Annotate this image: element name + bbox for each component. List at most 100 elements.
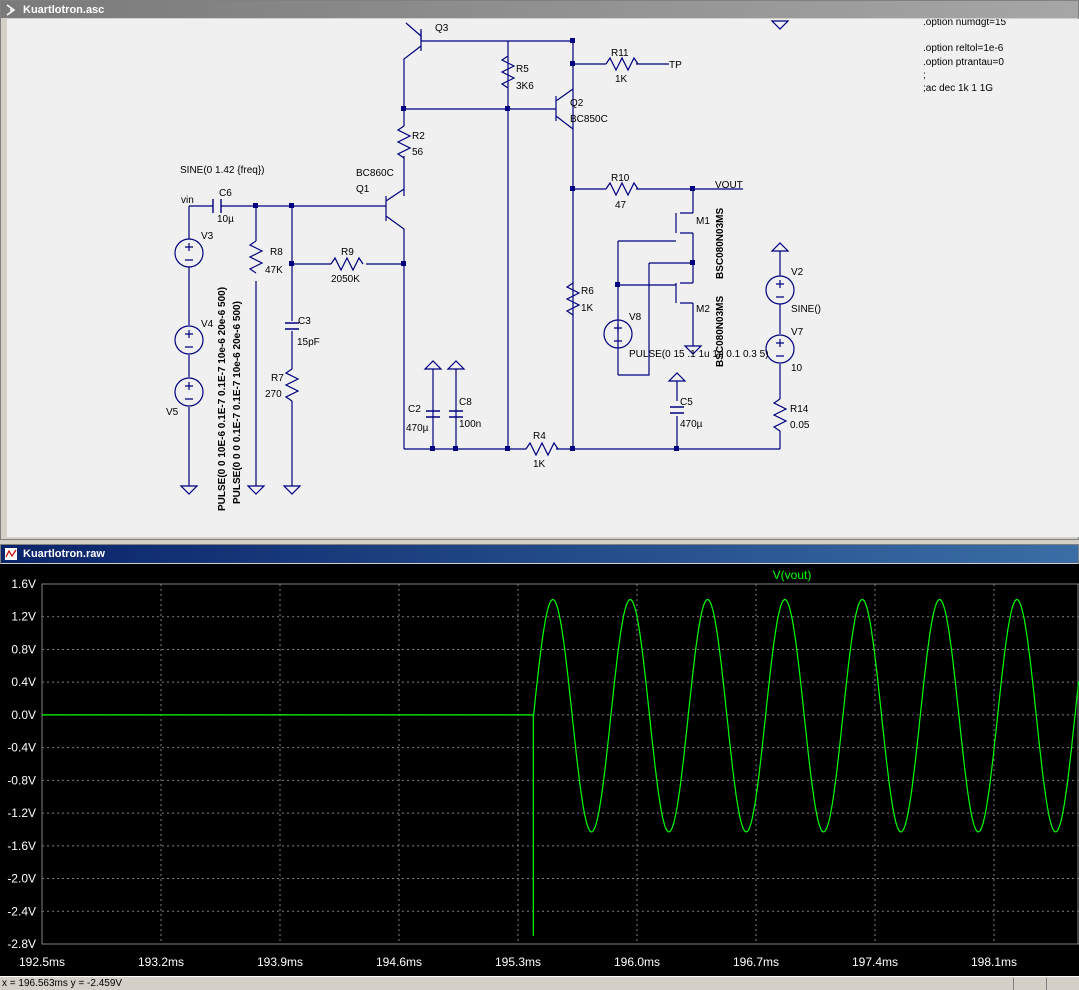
- wires: [188, 22, 781, 486]
- label-q2[interactable]: Q2: [570, 98, 584, 109]
- model-m2[interactable]: BSC080N03MS: [715, 296, 726, 367]
- y-axis-ticks: 1.6V1.2V0.8V0.4V0.0V-0.4V-0.8V-1.2V-1.6V…: [7, 577, 36, 951]
- value-c5[interactable]: 470µ: [680, 419, 703, 430]
- y-tick-label: -2.4V: [7, 904, 36, 918]
- model-q1[interactable]: BC860C: [356, 168, 394, 179]
- label-pulse-a[interactable]: PULSE(0 0 10E-6 0.1E-7 0.1E-7 10e-6 20e-…: [217, 287, 228, 511]
- status-cell-1: [1013, 977, 1046, 990]
- junctions: [253, 38, 695, 451]
- schematic-window: Kuartlotron.asc: [0, 0, 1079, 540]
- x-tick-label: 197.4ms: [852, 955, 898, 969]
- status-cell-2: [1046, 977, 1079, 990]
- y-tick-label: -0.8V: [7, 773, 36, 787]
- y-tick-label: 0.8V: [11, 642, 36, 656]
- label-tp[interactable]: TP: [669, 60, 682, 71]
- model-q2[interactable]: BC850C: [570, 114, 608, 125]
- y-tick-label: 0.4V: [11, 675, 36, 689]
- schematic-file-icon: [4, 3, 18, 17]
- label-r8[interactable]: R8: [270, 247, 283, 258]
- label-r11[interactable]: R11: [611, 48, 629, 59]
- y-tick-label: 0.0V: [11, 708, 36, 722]
- label-vout[interactable]: VOUT: [715, 180, 743, 191]
- label-r7[interactable]: R7: [271, 373, 284, 384]
- y-tick-label: 1.6V: [11, 577, 36, 591]
- trace-vout[interactable]: [42, 598, 1079, 936]
- value-r4[interactable]: 1K: [533, 459, 546, 470]
- value-r2[interactable]: 56: [412, 147, 424, 158]
- directive-reltol[interactable]: .option reltol=1e-6: [923, 43, 1004, 54]
- label-sine-source[interactable]: SINE(0 1.42 {freq}): [180, 165, 265, 176]
- label-m2[interactable]: M2: [696, 304, 710, 315]
- value-r11[interactable]: 1K: [615, 74, 628, 85]
- label-v7[interactable]: V7: [791, 327, 804, 338]
- y-tick-label: -2.0V: [7, 872, 36, 886]
- value-v7[interactable]: 10: [791, 363, 803, 374]
- schematic-title-bar[interactable]: Kuartlotron.asc: [1, 1, 1078, 18]
- value-c6[interactable]: 10µ: [217, 214, 234, 225]
- value-r7[interactable]: 270: [265, 389, 282, 400]
- directive-numdgt[interactable]: .option numdgt=15: [923, 19, 1007, 28]
- x-tick-label: 195.3ms: [495, 955, 541, 969]
- label-v2[interactable]: V2: [791, 267, 804, 278]
- label-pulse-v8[interactable]: PULSE(0 15 .1 1u 1u 0.1 0.3 5): [629, 349, 769, 360]
- status-bar: x = 196.563ms y = -2.459V: [0, 976, 1079, 990]
- value-c8[interactable]: 100n: [459, 419, 481, 430]
- label-r5[interactable]: R5: [516, 64, 529, 75]
- voltage-sources: [174, 238, 795, 407]
- label-r6[interactable]: R6: [581, 286, 594, 297]
- label-vin[interactable]: vin: [181, 195, 194, 206]
- label-r10[interactable]: R10: [611, 173, 630, 184]
- value-r6[interactable]: 1K: [581, 303, 594, 314]
- plot-frame: [41, 583, 1079, 945]
- directive-ac[interactable]: ;ac dec 1k 1 1G: [923, 83, 993, 94]
- y-tick-label: -0.4V: [7, 741, 36, 755]
- y-tick-label: -1.6V: [7, 839, 36, 853]
- label-c3[interactable]: C3: [298, 316, 311, 327]
- x-tick-label: 196.7ms: [733, 955, 779, 969]
- label-r2[interactable]: R2: [412, 131, 425, 142]
- waveform-title: Kuartlotron.raw: [23, 548, 105, 560]
- value-v2[interactable]: SINE(): [791, 304, 821, 315]
- label-r4[interactable]: R4: [533, 431, 546, 442]
- directive-comment[interactable]: ;: [923, 70, 926, 81]
- label-v8[interactable]: V8: [629, 312, 642, 323]
- y-tick-label: 1.2V: [11, 610, 36, 624]
- ground-symbols: [179, 20, 790, 495]
- label-c8[interactable]: C8: [459, 397, 472, 408]
- label-q3[interactable]: Q3: [435, 23, 449, 34]
- cursor-readout: x = 196.563ms y = -2.459V: [2, 978, 123, 989]
- resistors: [248, 55, 788, 457]
- legend-vout[interactable]: V(vout): [773, 568, 812, 582]
- waveform-plot[interactable]: 1.6V1.2V0.8V0.4V0.0V-0.4V-0.8V-1.2V-1.6V…: [0, 564, 1079, 976]
- x-tick-label: 194.6ms: [376, 955, 422, 969]
- value-r14[interactable]: 0.05: [790, 420, 810, 431]
- label-pulse-b[interactable]: PULSE(0 0 0 0.1E-7 0.1E-7 10e-6 20e-6 50…: [232, 301, 243, 504]
- schematic-title: Kuartlotron.asc: [23, 3, 105, 16]
- spice-directives[interactable]: .option numdgt=15 .option reltol=1e-6 .o…: [923, 19, 1007, 94]
- value-r5[interactable]: 3K6: [516, 81, 534, 92]
- label-r14[interactable]: R14: [790, 404, 809, 415]
- plot-grid: [41, 583, 1079, 945]
- schematic-canvas[interactable]: Q3 R5 3K6 R11 1K TP Q2 BC850C R2 56 BC86…: [7, 19, 1079, 537]
- waveform-title-bar[interactable]: Kuartlotron.raw: [1, 545, 1078, 563]
- label-q1[interactable]: Q1: [356, 184, 370, 195]
- label-v5[interactable]: V5: [166, 407, 179, 418]
- component-labels: Q3 R5 3K6 R11 1K TP Q2 BC850C R2 56 BC86…: [166, 23, 821, 511]
- directive-ptrantau[interactable]: .option ptrantau=0: [923, 57, 1004, 68]
- value-c3[interactable]: 15pF: [297, 337, 320, 348]
- y-tick-label: -2.8V: [7, 937, 36, 951]
- value-r8[interactable]: 47K: [265, 265, 283, 276]
- label-c2[interactable]: C2: [408, 404, 421, 415]
- label-r9[interactable]: R9: [341, 247, 354, 258]
- label-v3[interactable]: V3: [201, 231, 214, 242]
- label-c6[interactable]: C6: [219, 188, 232, 199]
- value-r9[interactable]: 2050K: [331, 274, 360, 285]
- x-tick-label: 198.1ms: [971, 955, 1017, 969]
- label-m1[interactable]: M1: [696, 216, 710, 227]
- value-c2[interactable]: 470µ: [406, 423, 429, 434]
- value-r10[interactable]: 47: [615, 200, 627, 211]
- label-v4[interactable]: V4: [201, 319, 214, 330]
- label-c5[interactable]: C5: [680, 397, 693, 408]
- model-m1[interactable]: BSC080N03MS: [715, 208, 726, 279]
